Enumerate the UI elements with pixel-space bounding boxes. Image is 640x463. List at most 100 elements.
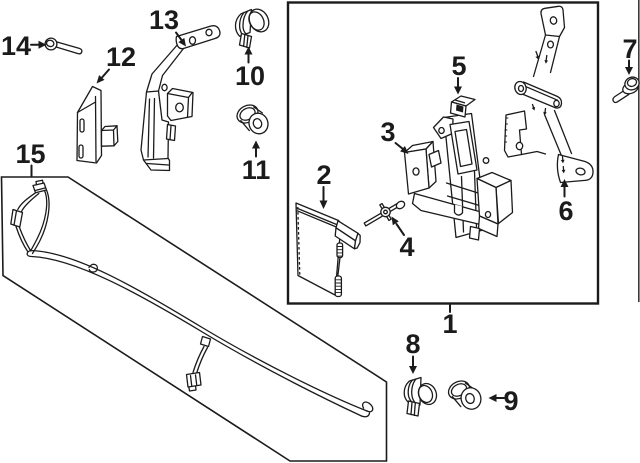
bracket-foot bbox=[100, 125, 119, 147]
slot-2 bbox=[78, 144, 84, 159]
callout-6-label[interactable]: 6 bbox=[558, 196, 573, 226]
callout-12-label[interactable]: 12 bbox=[106, 42, 136, 72]
part-2-module bbox=[295, 202, 361, 298]
callout-12-leader bbox=[101, 68, 110, 79]
right-box-side bbox=[495, 179, 514, 225]
callout-7-arrowhead bbox=[625, 67, 633, 75]
callout-13-arrowhead bbox=[178, 37, 186, 47]
bolt-shaft bbox=[54, 41, 83, 55]
sensor-tab bbox=[238, 32, 253, 49]
bracket-foot-edges bbox=[100, 125, 118, 147]
callout-12: 12 bbox=[96, 42, 136, 84]
right-box-hole bbox=[484, 210, 492, 219]
module-tab-2-ribs bbox=[335, 279, 342, 294]
connector-a-detail bbox=[34, 179, 46, 192]
callout-11-label[interactable]: 11 bbox=[242, 155, 271, 185]
callout-14: 14 bbox=[1, 31, 47, 61]
callout-14-label[interactable]: 14 bbox=[1, 31, 31, 61]
callout-1-label[interactable]: 1 bbox=[442, 309, 457, 339]
screw-collar-hole bbox=[383, 209, 388, 215]
bracket-edges bbox=[76, 95, 97, 163]
base-band bbox=[411, 192, 488, 227]
top-tab-hole bbox=[549, 16, 558, 25]
callout-14-arrowhead bbox=[38, 40, 47, 49]
module-face bbox=[295, 202, 342, 296]
callout-10-label[interactable]: 10 bbox=[235, 61, 265, 91]
part-12-bracket bbox=[76, 85, 119, 164]
part-7-bolt bbox=[612, 76, 640, 104]
callout-7-label[interactable]: 7 bbox=[622, 34, 637, 64]
callout-4-arrowhead bbox=[391, 216, 399, 226]
plate-link bbox=[520, 150, 547, 156]
bolt-head-top bbox=[626, 77, 638, 88]
module-connector-end bbox=[353, 232, 361, 250]
connector-b-detail bbox=[13, 209, 18, 226]
slot-1 bbox=[79, 118, 85, 133]
callout-8: 8 bbox=[405, 329, 421, 374]
callout-6: 6 bbox=[558, 179, 574, 226]
sensor-tab bbox=[406, 400, 421, 417]
rivet-mark-a1 bbox=[535, 55, 539, 60]
callout-3-label[interactable]: 3 bbox=[380, 117, 395, 147]
callout-9: 9 bbox=[488, 386, 519, 416]
harness-group-box bbox=[0, 176, 388, 462]
neck-hole bbox=[546, 40, 555, 49]
part-10-sensor bbox=[234, 8, 270, 49]
callout-3: 3 bbox=[380, 117, 409, 154]
part-15-harness bbox=[10, 179, 374, 418]
callout-4: 4 bbox=[391, 216, 415, 262]
part-14-bolt bbox=[44, 37, 83, 55]
callout-7: 7 bbox=[622, 34, 638, 75]
module-tab-1-ribs bbox=[336, 246, 343, 257]
part-13-bracket bbox=[140, 25, 221, 172]
end-hook bbox=[360, 401, 374, 418]
base-notch bbox=[453, 204, 464, 216]
callout-10-arrowhead bbox=[244, 46, 253, 55]
connector-c bbox=[185, 371, 202, 388]
module-edge-serration bbox=[297, 206, 301, 276]
frame-inner bbox=[454, 128, 473, 168]
callout-2-label[interactable]: 2 bbox=[316, 160, 331, 190]
callout-15: 15 bbox=[15, 139, 46, 177]
part-9-grommet bbox=[447, 380, 482, 410]
callout-9-label[interactable]: 9 bbox=[503, 386, 518, 416]
grommet-hole bbox=[252, 118, 263, 129]
bracket-body bbox=[76, 85, 103, 164]
strap-hole bbox=[161, 83, 168, 92]
left-block-hole bbox=[412, 167, 420, 176]
rivet-mark-c2 bbox=[561, 169, 566, 174]
callout-5-label[interactable]: 5 bbox=[451, 51, 466, 81]
side-knob bbox=[482, 157, 490, 164]
part-11-grommet bbox=[236, 104, 269, 135]
sensor-rim bbox=[417, 384, 434, 404]
part-5-clip bbox=[449, 95, 476, 118]
callout-13-leader bbox=[175, 31, 183, 41]
callout-3-arrowhead bbox=[400, 146, 409, 154]
callout-13-label[interactable]: 13 bbox=[149, 5, 179, 35]
callout-4-label[interactable]: 4 bbox=[399, 232, 414, 262]
pigtail-2 bbox=[15, 225, 32, 253]
callout-2-arrowhead bbox=[319, 200, 328, 209]
callout-11: 11 bbox=[242, 140, 271, 185]
cross-bar-edge bbox=[523, 85, 559, 101]
step-wedge bbox=[428, 149, 442, 168]
block-hole bbox=[175, 102, 184, 113]
module-link bbox=[337, 256, 341, 277]
bushing-hole bbox=[517, 84, 525, 93]
callout-15-label[interactable]: 15 bbox=[15, 139, 45, 169]
block-edges bbox=[166, 92, 193, 118]
callout-11-arrowhead bbox=[252, 140, 260, 149]
sensor-bands bbox=[407, 378, 417, 403]
clip-lip bbox=[454, 99, 466, 104]
clip-slot bbox=[456, 104, 464, 113]
clip-2 bbox=[199, 335, 212, 348]
clip-1 bbox=[88, 263, 98, 273]
callout-8-label[interactable]: 8 bbox=[405, 329, 420, 359]
callout-5-arrowhead bbox=[454, 86, 462, 95]
callout-1: 1 bbox=[442, 304, 458, 339]
side-plate-serration bbox=[504, 117, 509, 143]
callout-2: 2 bbox=[316, 160, 332, 209]
callout-4-leader bbox=[395, 223, 405, 236]
